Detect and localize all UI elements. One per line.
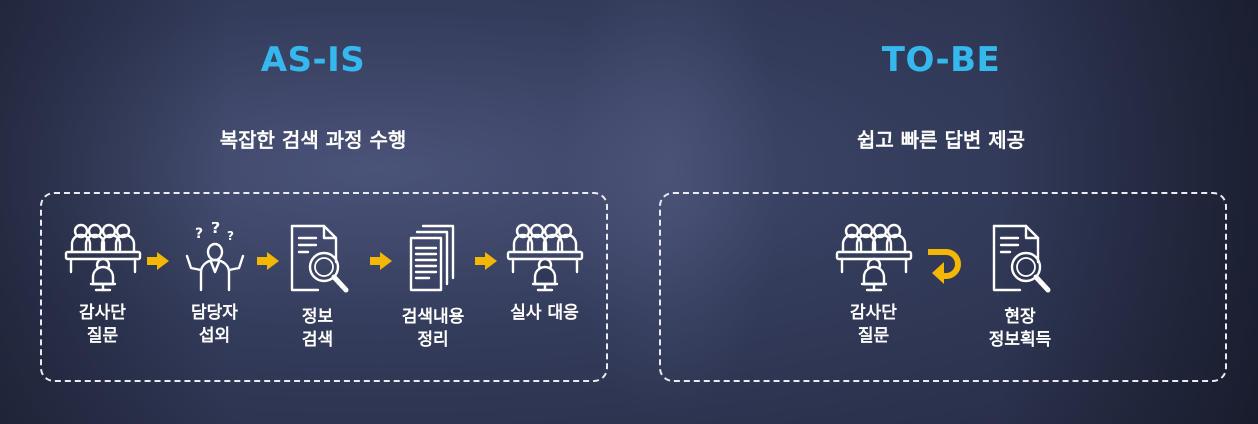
document-search-icon: [290, 224, 348, 293]
svg-text:?: ?: [195, 226, 203, 242]
return-arrow-icon: [928, 249, 961, 284]
as-is-process-box: [40, 192, 608, 382]
background-blur-left: [0, 0, 230, 424]
as-is-step-5-label: 실사 대응: [510, 303, 579, 323]
to-be-process-box: [659, 192, 1227, 382]
as-is-subtitle: 복잡한 검색 과정 수행: [219, 128, 407, 152]
meeting-people-icon: [835, 223, 912, 292]
arrow-right-icon: [257, 252, 279, 270]
meeting-people-icon: [64, 223, 141, 292]
meeting-people-icon: [506, 223, 583, 292]
as-is-step-audit-response: 실사 대응: [492, 222, 597, 325]
document-search-icon: [992, 224, 1051, 293]
confused-person-icon: ? ? ?: [185, 222, 244, 292]
arrow-right-icon: [147, 252, 169, 270]
svg-text:?: ?: [211, 222, 220, 237]
document-stack-icon: [409, 224, 455, 292]
svg-text:?: ?: [227, 229, 234, 243]
as-is-heading: AS-IS: [260, 40, 366, 80]
to-be-heading: TO-BE: [881, 40, 1001, 80]
arrow-right-icon: [370, 252, 392, 270]
to-be-subtitle: 쉽고 빠른 답변 제공: [856, 128, 1026, 152]
arrow-right-icon: [475, 252, 497, 270]
background-blur-right: [998, 0, 1258, 424]
background-blur-center: [560, 0, 780, 424]
